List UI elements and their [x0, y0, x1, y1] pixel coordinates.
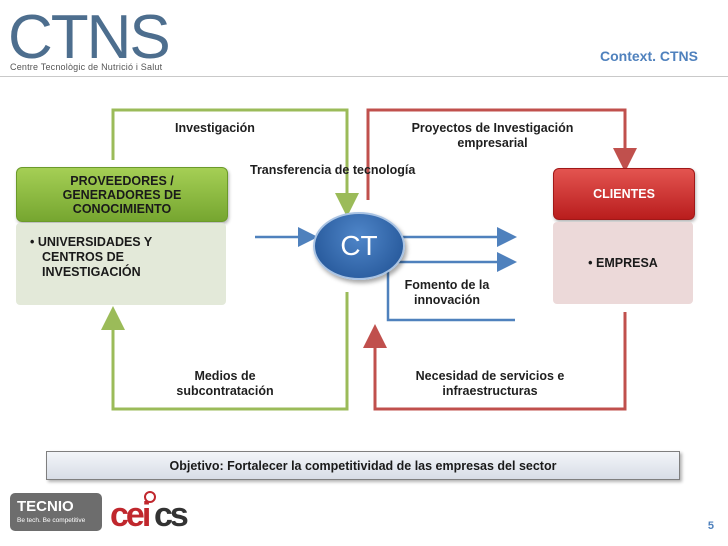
ct-label: CT — [340, 230, 378, 261]
svg-text:cei: cei — [110, 496, 150, 534]
blue-innovation-line — [386, 264, 515, 322]
clients-header: CLIENTES — [553, 168, 695, 220]
logo-subtitle: Centre Tecnològic de Nutrició i Salut — [10, 62, 163, 72]
clients-header-label: CLIENTES — [593, 187, 655, 201]
green-bottom-arrow — [101, 292, 349, 411]
tecnio-title: TECNIO — [17, 498, 74, 515]
red-bottom-arrow — [363, 312, 627, 411]
label-transferencia: Transferencia de tecnología — [250, 163, 416, 177]
label-proyectos-1: Proyectos de Investigación — [411, 121, 574, 135]
ceics-logo: cei cs — [110, 491, 188, 534]
providers-body-line-1: • UNIVERSIDADES Y — [30, 235, 153, 249]
tecnio-tagline: Be tech. Be competitive — [17, 517, 86, 524]
label-fomento-2: innovación — [414, 293, 480, 307]
providers-body-line-3: INVESTIGACIÓN — [42, 265, 141, 279]
page-number: 5 — [707, 520, 714, 532]
svg-text:cs: cs — [154, 496, 188, 534]
tecnio-logo: TECNIO Be tech. Be competitive — [10, 493, 102, 531]
providers-body-line-2: CENTROS DE — [42, 250, 124, 264]
providers-header-line-3: CONOCIMIENTO — [72, 201, 172, 216]
providers-header-line-2: GENERADORES DE — [62, 187, 182, 202]
clients-body: • EMPRESA — [553, 222, 693, 304]
label-necesidad-1: Necesidad de servicios e — [415, 369, 565, 383]
label-proyectos-2: empresarial — [457, 136, 528, 150]
providers-header-line-1: PROVEEDORES / — [70, 173, 174, 188]
ctns-logo: CTNS — [8, 6, 168, 72]
page-title: Context. CTNS — [600, 48, 698, 64]
clients-body-label: • EMPRESA — [588, 256, 658, 270]
objective-bar: Objetivo: Fortalecer la competitividad d… — [46, 451, 680, 480]
ctns-logo-text: CTNS — [8, 6, 168, 72]
providers-body: • UNIVERSIDADES Y CENTROS DE INVESTIGACI… — [16, 223, 226, 305]
providers-header: PROVEEDORES / GENERADORES DE CONOCIMIENT… — [16, 167, 228, 222]
label-medios-2: subcontratación — [176, 384, 274, 398]
green-top-arrow — [111, 108, 359, 217]
red-top-arrow — [366, 108, 637, 200]
objective-text: Objetivo: Fortalecer la competitividad d… — [169, 458, 557, 473]
label-fomento-1: Fomento de la — [404, 278, 490, 292]
label-necesidad-2: infraestructuras — [442, 384, 538, 398]
ct-node: CT — [313, 212, 405, 280]
label-investigacion: Investigación — [175, 121, 255, 135]
label-medios-1: Medios de — [194, 369, 256, 383]
header-divider — [0, 76, 728, 77]
